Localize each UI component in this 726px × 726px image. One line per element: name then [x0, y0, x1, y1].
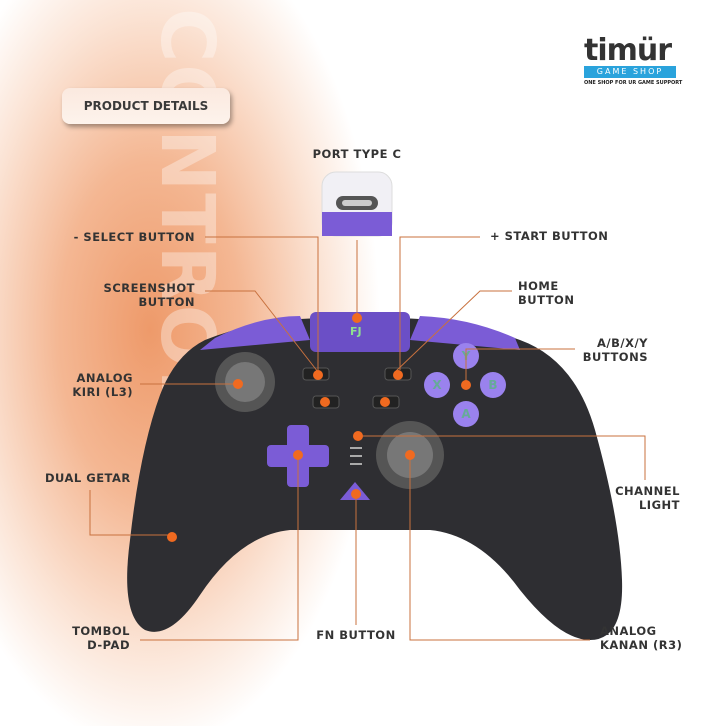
svg-text:FJ: FJ	[350, 325, 362, 338]
label-start: + START BUTTON	[490, 229, 609, 243]
product-details-badge: PRODUCT DETAILS	[62, 88, 230, 124]
svg-text:A: A	[461, 407, 471, 421]
top-purple	[200, 316, 520, 350]
hotspots	[167, 313, 471, 542]
callout-lines	[89, 236, 646, 641]
port-inset	[321, 171, 393, 237]
label-fn: FN BUTTON	[316, 628, 396, 642]
svg-text:X: X	[432, 378, 442, 392]
label-dual-getar: DUAL GETAR	[45, 471, 131, 485]
controller-body	[127, 318, 623, 640]
label-port: PORT TYPE C	[312, 147, 402, 161]
logo: timür GAME SHOP ONE SHOP FOR UR GAME SUP…	[584, 33, 683, 86]
label-select: - SELECT BUTTON	[73, 230, 195, 244]
svg-text:B: B	[488, 378, 497, 392]
